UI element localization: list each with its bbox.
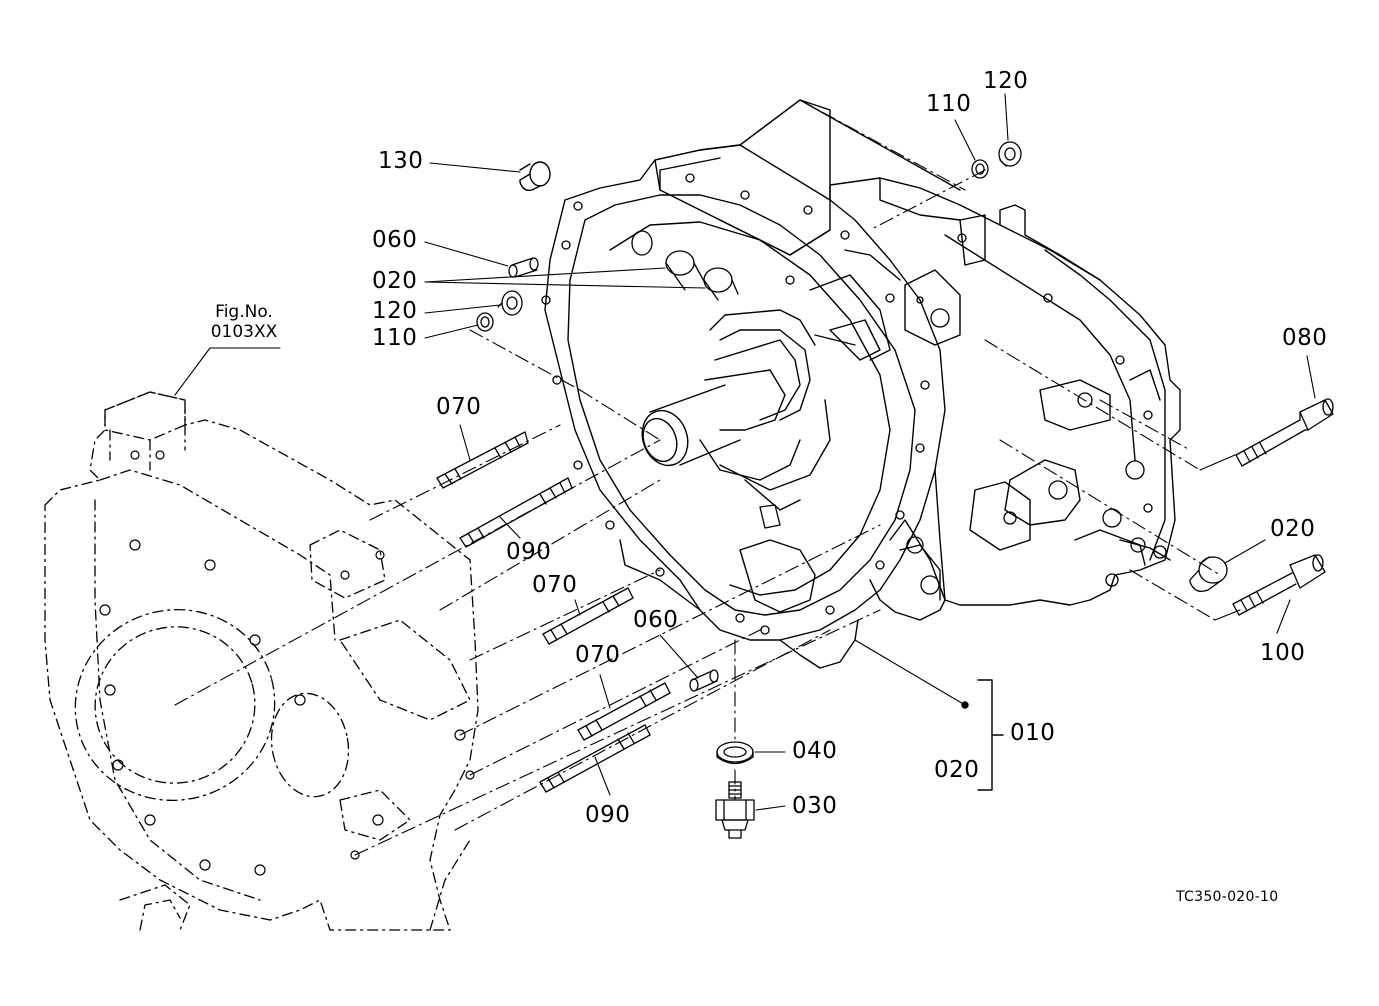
callout-090-b[interactable]: 090 xyxy=(585,802,631,828)
callout-070-c[interactable]: 070 xyxy=(575,642,621,668)
part-070-stud-c xyxy=(577,682,671,741)
callout-080[interactable]: 080 xyxy=(1282,325,1328,351)
callout-020-right[interactable]: 020 xyxy=(1270,516,1316,542)
part-020-bushing-right xyxy=(1189,556,1228,593)
callout-030[interactable]: 030 xyxy=(792,793,838,819)
assembly-center-lines xyxy=(174,99,1221,856)
callout-070-b[interactable]: 070 xyxy=(532,572,578,598)
callout-060-bottom[interactable]: 060 xyxy=(633,607,679,633)
callout-120-right[interactable]: 120 xyxy=(983,68,1029,94)
callout-020-bracket[interactable]: 020 xyxy=(934,757,980,783)
part-080-bolt xyxy=(1235,398,1334,467)
part-100-bolt xyxy=(1232,554,1326,616)
part-030-plug xyxy=(715,781,755,839)
callout-090-a[interactable]: 090 xyxy=(506,539,552,565)
part-130-bushing xyxy=(519,161,551,192)
housing-bushings xyxy=(665,250,781,529)
figure-reference[interactable]: Fig.No. 0103XX xyxy=(204,302,284,343)
engine-housing-holes xyxy=(99,450,475,876)
callout-010[interactable]: 010 xyxy=(1010,720,1056,746)
callout-020-top[interactable]: 020 xyxy=(372,268,418,294)
engine-housing-phantom xyxy=(44,391,479,931)
part-110-120-right xyxy=(971,141,1022,179)
callout-110-right[interactable]: 110 xyxy=(926,91,972,117)
part-060-dowel-top xyxy=(508,257,539,278)
housing-holes xyxy=(541,173,1167,635)
figure-ref-number: 0103XX xyxy=(210,322,278,343)
callout-120-left[interactable]: 120 xyxy=(372,298,418,324)
part-070-stud-b xyxy=(542,587,634,645)
assembly-bracket xyxy=(961,679,1004,791)
part-090-stud-b xyxy=(539,724,651,793)
figure-ref-title: Fig.No. xyxy=(215,302,273,322)
callout-130[interactable]: 130 xyxy=(378,148,424,174)
transmission-housing xyxy=(544,99,1181,669)
part-060-dowel-bottom xyxy=(689,669,719,692)
callout-060-top[interactable]: 060 xyxy=(372,227,418,253)
part-070-stud-a xyxy=(436,431,529,489)
callout-110-left[interactable]: 110 xyxy=(372,325,418,351)
callout-leaders xyxy=(174,93,1316,811)
part-040-washer xyxy=(716,741,754,765)
callout-040[interactable]: 040 xyxy=(792,738,838,764)
callout-100[interactable]: 100 xyxy=(1260,640,1306,666)
part-090-stud-a xyxy=(459,477,573,548)
part-120-110-left xyxy=(476,290,523,332)
leader-solid-lines xyxy=(854,454,1241,706)
diagram-id: TC350-020-10 xyxy=(1176,889,1279,905)
callout-070-a[interactable]: 070 xyxy=(436,394,482,420)
